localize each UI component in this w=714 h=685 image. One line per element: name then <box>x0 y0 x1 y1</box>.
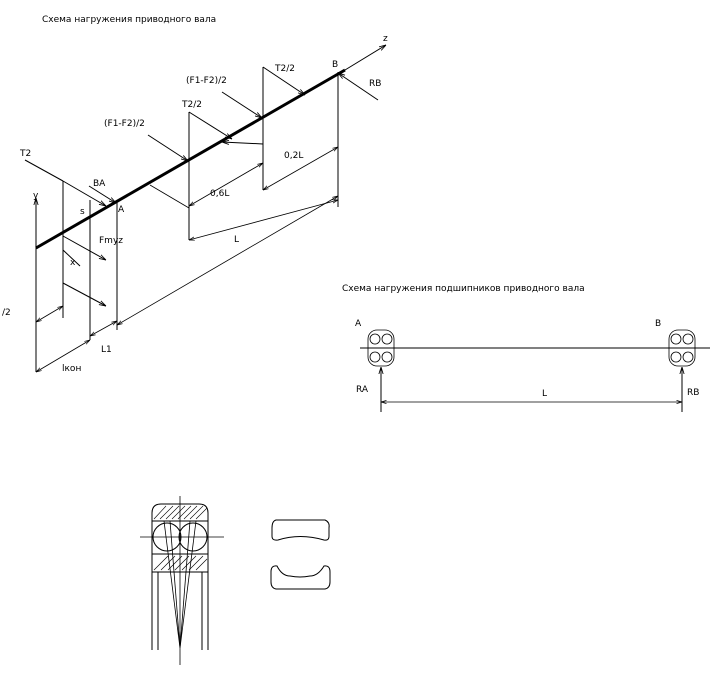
bearing-b-ball-3 <box>670 351 682 363</box>
contact-line-4 <box>179 520 191 649</box>
f-mid-label: (F1-F2)/2 <box>104 119 145 129</box>
contact-line-2 <box>179 520 197 649</box>
y-axis-label: y <box>33 191 39 201</box>
contact-line-1 <box>163 520 181 649</box>
small-s-label: s <box>80 207 85 217</box>
dim-l1-line <box>90 321 117 336</box>
bearing-a <box>367 329 395 367</box>
bearing-scheme: A B RA RB L <box>355 319 710 412</box>
f-mid-arrow <box>147 134 188 161</box>
point-b-label: B <box>332 60 338 70</box>
dim-lkon-line <box>36 340 90 372</box>
section-ball-right <box>178 522 208 552</box>
small-diag-1 <box>62 249 81 267</box>
half-label: /2 <box>2 308 11 318</box>
force-arrow-1 <box>62 235 106 260</box>
contact-line-3 <box>169 520 181 649</box>
t2-top-arrow <box>262 66 305 95</box>
bearing-dim-l-label: L <box>542 389 547 399</box>
bearing-section <box>140 496 224 665</box>
t2-mid-label: T2/2 <box>181 100 202 110</box>
t2-left-label: T2 <box>19 149 31 159</box>
bearing-scheme-title: Схема нагружения подшипников приводного … <box>342 284 585 294</box>
shaft-axis <box>35 68 346 250</box>
small-x-label: x <box>70 258 76 268</box>
shaft-scheme-title: Схема нагружения приводного вала <box>42 15 216 25</box>
dim-l-lower <box>117 196 338 325</box>
f-top-label: (F1-F2)/2 <box>186 76 227 86</box>
z-axis-arrow <box>344 45 386 71</box>
bearing-b-ball-1 <box>670 333 682 345</box>
rb-label: RB <box>369 79 381 89</box>
rb-arrow <box>338 73 379 101</box>
bearing-b-ball-2 <box>682 333 694 345</box>
bearing-a-ball-1 <box>369 333 381 345</box>
ba-arrow <box>88 185 116 203</box>
outer-ring-profile <box>271 519 330 541</box>
bearing-b-outline <box>668 329 696 367</box>
section-ball-left <box>152 522 182 552</box>
z-axis-label: z <box>383 34 388 44</box>
shaft-scheme: z y B RB T2/2 (F1-F2)/2 T2/2 (F1-F2)/2 A… <box>2 34 388 374</box>
dim-l1-label: L1 <box>101 345 112 355</box>
dim-02l-line <box>263 147 338 190</box>
dim-06l-ext <box>149 184 190 209</box>
t2-top-label: T2/2 <box>274 64 295 74</box>
inner-ring-profile <box>270 565 331 590</box>
dim-06l-label: 0,6L <box>210 189 229 199</box>
bearing-b <box>668 329 696 367</box>
dim-lkon-label: lкон <box>62 364 81 374</box>
t2-left-leader <box>24 159 64 182</box>
point-a-label: A <box>118 205 125 215</box>
t2-left-arrow <box>62 180 106 206</box>
dim-l-upper <box>189 200 338 240</box>
hatching-top <box>153 505 208 520</box>
ba-label: BA <box>93 179 106 189</box>
bearing-a-label: A <box>355 319 362 329</box>
bearing-a-ball-4 <box>381 351 393 363</box>
dim-02l-label: 0,2L <box>284 151 303 161</box>
outer-ring-outline <box>151 503 209 650</box>
ring-profiles <box>270 519 331 590</box>
bearing-b-ball-4 <box>682 351 694 363</box>
dim-half-line <box>36 306 63 322</box>
t2-mid-arrow <box>188 111 232 139</box>
bearing-a-outline <box>367 329 395 367</box>
dim-l-label: L <box>234 235 239 245</box>
hatching-bottom <box>153 555 208 571</box>
f-mufta-label: Fmyz <box>99 236 123 246</box>
bearing-a-ball-3 <box>369 351 381 363</box>
mid-reaction-arrow <box>222 142 264 144</box>
bearing-b-label: B <box>655 319 661 329</box>
ra-label: RA <box>356 385 369 395</box>
force-arrow-2 <box>62 282 106 306</box>
bearing-a-ball-2 <box>381 333 393 345</box>
dim-06l-line <box>189 163 263 206</box>
f-top-arrow <box>221 91 262 118</box>
rb-bearing-label: RB <box>687 388 699 398</box>
